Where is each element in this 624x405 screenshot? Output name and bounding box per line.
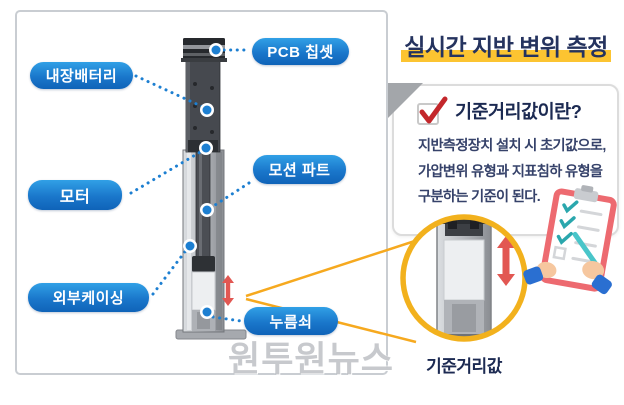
label-pcb-chipset: PCB 칩셋: [252, 38, 349, 65]
label-outer-casing-text: 외부케이싱: [52, 290, 125, 307]
label-pcb-chipset-text: PCB 칩셋: [267, 44, 334, 61]
definition-line-2: 가압변위 유형과 지표침하 유형을: [418, 163, 603, 180]
label-motion-part: 모션 파트: [253, 155, 346, 184]
definition-card-title: 기준거리값이란?: [455, 101, 582, 122]
label-internal-battery-text: 내장배터리: [45, 68, 118, 85]
label-motor: 모터: [28, 180, 122, 210]
red-check-icon: [417, 96, 448, 125]
definition-line-1: 지반측정장치 설치 시 초기값으로,: [418, 138, 606, 154]
label-outer-casing: 외부케이싱: [28, 283, 149, 312]
page-title-text: 실시간 지반 변위 측정: [401, 34, 611, 63]
label-presser-text: 누름쇠: [269, 313, 313, 331]
page-title: 실시간 지반 변위 측정: [394, 28, 618, 63]
definition-card-body: 지반측정장치 설치 시 초기값으로, 가압변위 유형과 지표침하 유형을 구분하…: [418, 134, 617, 211]
definition-card: 기준거리값이란? 지반측정장치 설치 시 초기값으로, 가압변위 유형과 지표침…: [392, 84, 619, 236]
label-motor-text: 모터: [59, 189, 91, 206]
watermark: 원투원뉴스: [228, 340, 395, 379]
definition-line-3: 구분하는 기준이 된다.: [418, 189, 541, 206]
definition-card-header: 기준거리값이란?: [416, 96, 617, 126]
magnifier-caption: 기준거리값: [426, 357, 502, 376]
label-internal-battery: 내장배터리: [30, 62, 133, 89]
label-motion-part-text: 모션 파트: [268, 162, 331, 179]
